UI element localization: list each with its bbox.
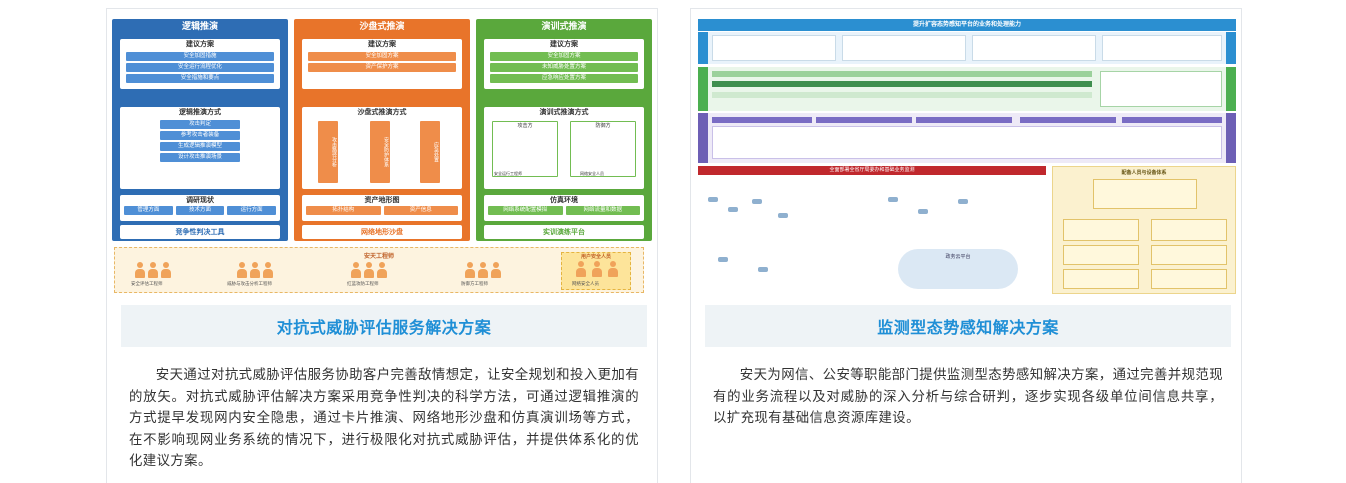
method-box: 逻辑推演方式 攻击判定 参考攻击者装备 生成逻辑推演模型 设计攻击推演场景	[120, 107, 280, 189]
diagram-top-title: 提升扩容态势感知平台的业务和处理能力	[698, 19, 1236, 31]
device-icon	[758, 267, 768, 272]
defender-box: 防御方	[570, 121, 636, 177]
solution-card-situational-awareness[interactable]: 提升扩容态势感知平台的业务和处理能力	[690, 8, 1242, 483]
staff-equipment-panel: 配备人员与设备体系	[1052, 166, 1236, 294]
card-description: 安天为网信、公安等职能部门提供监测型态势感知解决方案，通过完善并规范现有的业务流…	[713, 368, 1223, 426]
column-logic-deduction: 逻辑推演 建议方案 安全加固措施 安全运行流程优化 安全措施和要点 逻辑推演方式…	[112, 19, 288, 241]
card-title[interactable]: 对抗式威胁评估服务解决方案	[276, 318, 492, 337]
person-icon	[237, 262, 247, 278]
device-icon	[958, 199, 968, 204]
person-icon	[576, 261, 586, 277]
plan-box: 建议方案 安全加固方案 资产保护方案	[302, 39, 462, 89]
solution-card-threat-assessment[interactable]: 逻辑推演 建议方案 安全加固措施 安全运行流程优化 安全措施和要点 逻辑推演方式…	[106, 8, 658, 483]
band-side-label	[698, 32, 708, 64]
card-title[interactable]: 监测型态势感知解决方案	[877, 318, 1059, 337]
cloud-icon: 政务云平台	[898, 249, 1018, 289]
person-icon	[608, 261, 618, 277]
staff-band: 安天工程师 安全评估工程师 威胁与攻击分析工程师 红蓝攻防工程师 防御方工程师 …	[114, 247, 644, 293]
column-header: 逻辑推演	[181, 22, 218, 32]
research-box: 仿真环境 网络系统配置模拟 网络流量和数据	[484, 195, 644, 221]
customer-staff-box: 用户安全人员 网络安全人员	[561, 252, 631, 290]
person-icon	[377, 262, 387, 278]
device-icon	[778, 213, 788, 218]
research-box: 调研现状 管理方面 技术方面 运行方面	[120, 195, 280, 221]
card-description: 安天通过对抗式威胁评估服务协助客户完善敌情想定，让安全规划和投入更加有的放矢。对…	[129, 368, 639, 469]
device-icon	[728, 207, 738, 212]
person-icon	[161, 262, 171, 278]
person-icon	[250, 262, 260, 278]
device-icon	[888, 197, 898, 202]
attacker-box: 攻击方	[492, 121, 558, 177]
device-icon	[718, 257, 728, 262]
research-box: 资产地形图 拓扑结构 资产信息	[302, 195, 462, 221]
person-icon	[592, 261, 602, 277]
method-box: 演训式推演方式 攻击方 防御方 安全运行工程师 网络安全人员	[484, 107, 644, 189]
plan-box: 建议方案 安全加固措施 安全运行流程优化 安全措施和要点	[120, 39, 280, 89]
red-bar: 全面部署全省厅局委办和基础业务监测	[698, 166, 1046, 175]
person-icon	[465, 262, 475, 278]
person-icon	[364, 262, 374, 278]
person-icon	[148, 262, 158, 278]
situational-awareness-diagram: 提升扩容态势感知平台的业务和处理能力	[696, 15, 1238, 297]
person-icon	[491, 262, 501, 278]
column-sandbox-deduction: 沙盘式推演 建议方案 安全加固方案 资产保护方案 沙盘式推演方式 攻击路径分析 …	[294, 19, 470, 241]
device-icon	[752, 199, 762, 204]
plan-box: 建议方案 安全加固方案 未知威胁处置方案 应急响应处置方案	[484, 39, 644, 89]
band-expand	[698, 113, 1236, 163]
person-icon	[263, 262, 273, 278]
person-icon	[135, 262, 145, 278]
network-topology: 政务云平台	[698, 177, 1046, 295]
band-capability	[698, 32, 1236, 64]
card-title-band: 对抗式威胁评估服务解决方案	[121, 305, 647, 347]
person-icon	[351, 262, 361, 278]
device-icon	[708, 197, 718, 202]
card-title-band: 监测型态势感知解决方案	[705, 305, 1231, 347]
method-box: 沙盘式推演方式 攻击路径分析 安全防护体系 应急处置	[302, 107, 462, 189]
person-icon	[478, 262, 488, 278]
band-business	[698, 67, 1236, 111]
column-training-deduction: 演训式推演 建议方案 安全加固方案 未知威胁处置方案 应急响应处置方案 演训式推…	[476, 19, 652, 241]
device-icon	[918, 209, 928, 214]
threat-assessment-diagram: 逻辑推演 建议方案 安全加固措施 安全运行流程优化 安全措施和要点 逻辑推演方式…	[112, 15, 654, 297]
